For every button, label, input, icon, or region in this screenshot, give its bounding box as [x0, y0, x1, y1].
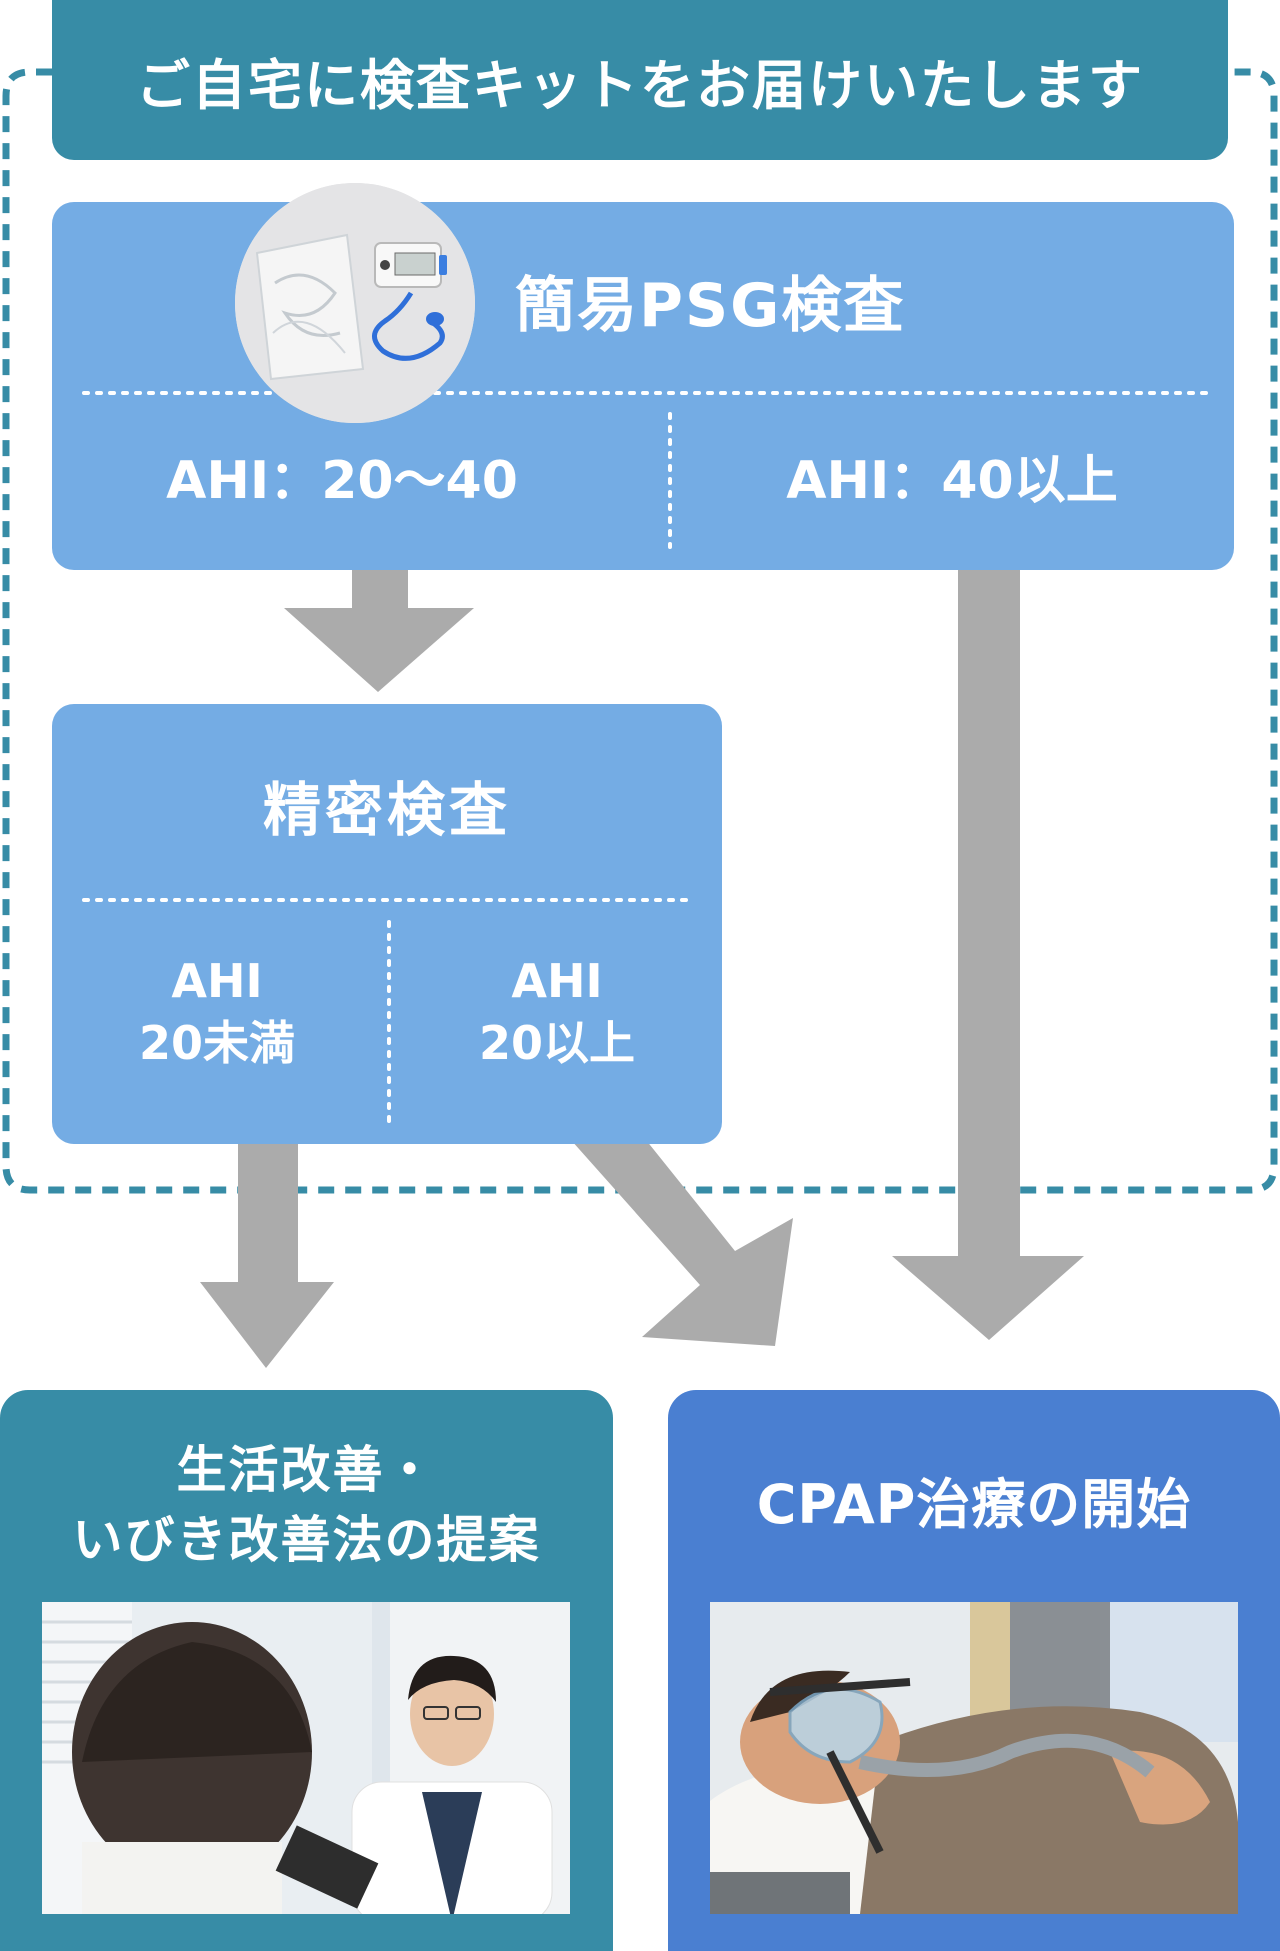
- home-kit-banner: ご自宅に検査キットをお届けいたします: [52, 0, 1228, 160]
- precise-result-low-label: AHI: [171, 954, 263, 1008]
- arrow-kit-to-precise: [284, 568, 474, 692]
- arrow-precise-to-cpap: [571, 1140, 793, 1346]
- banner-title: ご自宅に検査キットをお届けいたします: [136, 53, 1144, 117]
- precise-result-high: AHI 20以上: [392, 950, 722, 1074]
- cpap-sleeping-photo: [710, 1602, 1238, 1914]
- home-kit-dashed-frame: [2, 68, 1278, 1194]
- precise-exam-separators: [82, 898, 694, 1128]
- precise-exam-title: 精密検査: [262, 776, 511, 844]
- precise-result-high-value: 20以上: [478, 1016, 635, 1070]
- arrow-kit-to-cpap: [892, 568, 1084, 1340]
- lifestyle-outcome-line1: 生活改善・: [176, 1441, 437, 1499]
- doctor-consultation-photo: [42, 1602, 570, 1914]
- sleep-test-kit-photo: [235, 183, 475, 423]
- precise-result-low-value: 20未満: [138, 1016, 295, 1070]
- precise-result-low: AHI 20未満: [52, 950, 382, 1074]
- lifestyle-outcome-line2: いびき改善法の提案: [72, 1511, 541, 1569]
- simple-psg-result-severe: AHI：40以上: [786, 450, 1118, 511]
- arrow-precise-to-lifestyle: [200, 1140, 334, 1368]
- simple-psg-separators: [82, 391, 1209, 549]
- simple-psg-result-moderate: AHI：20〜40: [166, 450, 518, 511]
- simple-psg-title: 簡易PSG検査: [515, 270, 906, 341]
- cpap-outcome-title: CPAP治療の開始: [756, 1473, 1192, 1536]
- precise-result-high-label: AHI: [511, 954, 603, 1008]
- lifestyle-outcome-title: 生活改善・ いびき改善法の提案: [0, 1435, 613, 1575]
